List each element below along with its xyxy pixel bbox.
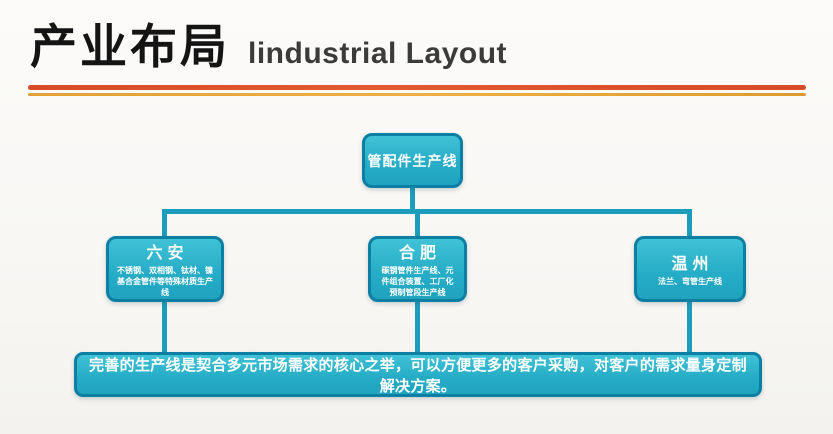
connector-stub-wenzhou (687, 209, 692, 239)
connector-stub-luan (162, 209, 167, 239)
node-branch-luan: 六安 不锈钢、双相钢、钛材、镍基合金管件等特殊材质生产线 (106, 236, 224, 302)
connector-stub-hefei (415, 209, 420, 239)
node-root-pipe-fittings: 管配件生产线 (362, 133, 463, 188)
connector-drop-hefei (415, 300, 420, 355)
title-divider (28, 85, 806, 96)
connector-horizontal (162, 209, 692, 214)
title-english: lindustrial Layout (248, 37, 508, 70)
divider-line-red (28, 85, 806, 90)
node-branch-hefei: 合肥 碳钢管件生产线、元件组合装置、工厂化预制管段生产线 (368, 236, 467, 302)
node-root-label: 管配件生产线 (367, 152, 458, 169)
page-title: 产业布局 lindustrial Layout (30, 8, 507, 77)
branch-name: 合肥 (398, 245, 441, 263)
divider-line-orange (28, 93, 806, 96)
branch-name: 六安 (146, 245, 189, 263)
branch-detail: 碳钢管件生产线、元件组合装置、工厂化预制管段生产线 (381, 266, 454, 297)
connector-drop-luan (162, 300, 167, 355)
branch-name: 温州 (671, 256, 714, 274)
footer-summary-text: 完善的生产线是契合多元市场需求的核心之举，可以方便更多的客户采购，对客户的需求量… (89, 356, 747, 395)
connector-root-drop (410, 186, 415, 213)
branch-detail: 法兰、弯管生产线 (658, 277, 722, 287)
node-branch-wenzhou: 温州 法兰、弯管生产线 (634, 236, 746, 302)
branch-detail: 不锈钢、双相钢、钛材、镍基合金管件等特殊材质生产线 (117, 266, 213, 297)
title-chinese: 产业布局 (30, 20, 230, 73)
footer-summary-bar: 完善的生产线是契合多元市场需求的核心之举，可以方便更多的客户采购，对客户的需求量… (74, 352, 762, 397)
connector-drop-wenzhou (687, 300, 692, 355)
